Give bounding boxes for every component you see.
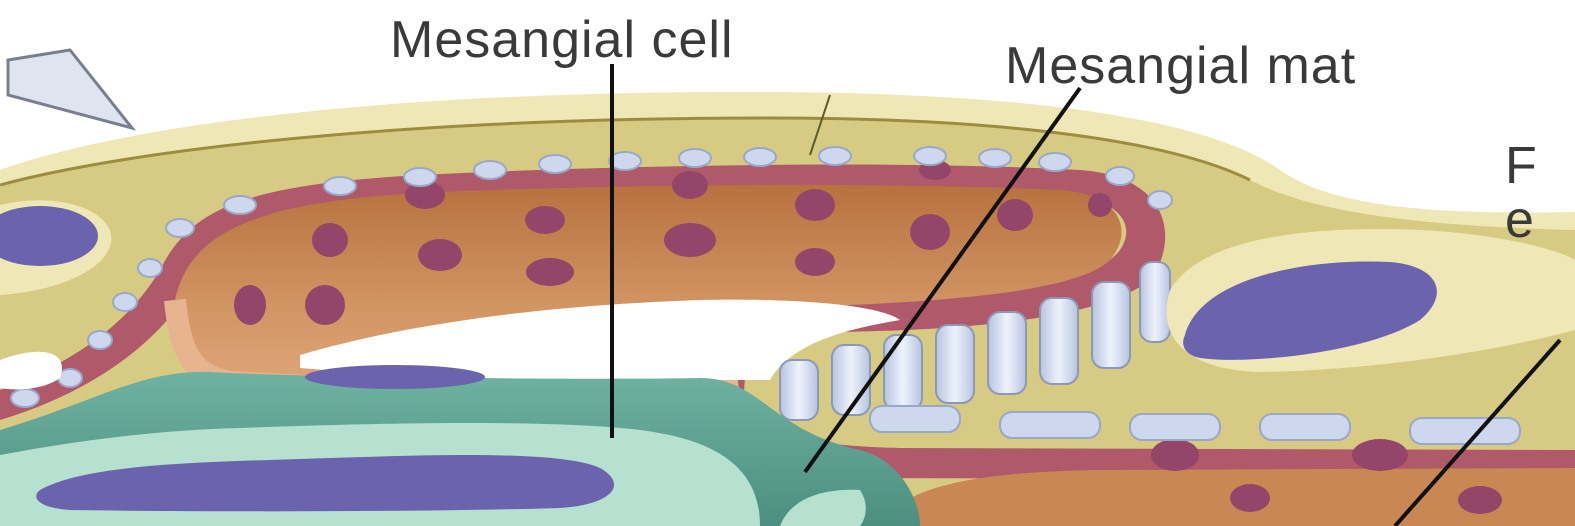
- label-mesangial-cell: Mesangial cell: [390, 14, 734, 66]
- label-partial-top: F: [1505, 140, 1538, 192]
- label-partial-bottom: e: [1505, 194, 1535, 246]
- label-mesangial-matrix: Mesangial mat: [1005, 40, 1356, 92]
